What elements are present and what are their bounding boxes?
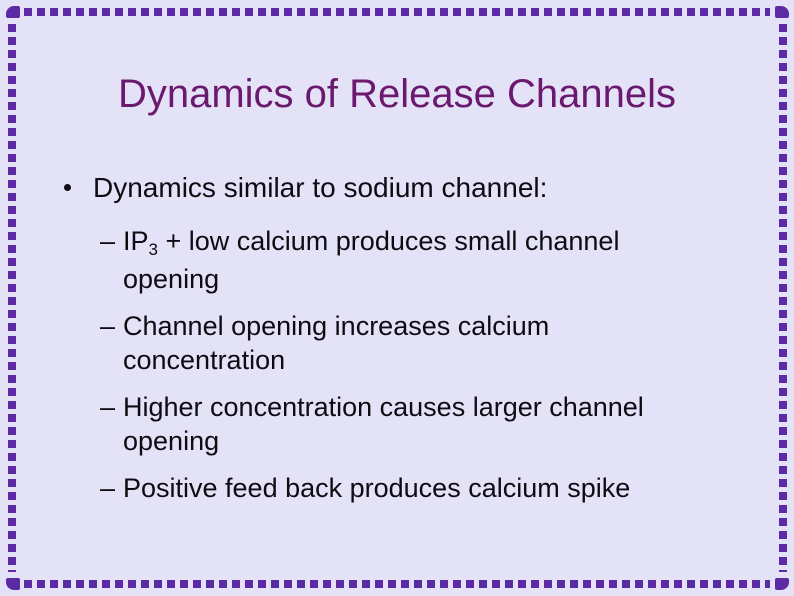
bullet-text: Dynamics similar to sodium channel: bbox=[93, 172, 548, 203]
sub-bullet-text-prefix: IP bbox=[123, 226, 149, 256]
slide-title: Dynamics of Release Channels bbox=[117, 72, 677, 116]
sub-bullet-text: IP3 + low calcium produces small channel… bbox=[123, 224, 683, 296]
sub-bullet-text: Higher concentration causes larger chann… bbox=[123, 392, 644, 456]
sub-bullet-item: – IP3 + low calcium produces small chann… bbox=[100, 224, 683, 296]
dashed-border-bottom bbox=[24, 580, 770, 588]
border-corner-bottom-right bbox=[775, 578, 789, 590]
dashed-border-top bbox=[24, 8, 770, 16]
sub-bullet-text-rest: + low calcium produces small channel ope… bbox=[123, 226, 620, 294]
sub-bullet-item: – Positive feed back produces calcium sp… bbox=[100, 471, 683, 505]
dash-marker: – bbox=[100, 392, 116, 422]
border-corner-bottom-left bbox=[6, 578, 20, 590]
sub-bullet-text: Positive feed back produces calcium spik… bbox=[123, 473, 631, 503]
sub-bullet-item: – Higher concentration causes larger cha… bbox=[100, 390, 683, 458]
border-corner-top-left bbox=[6, 6, 20, 18]
dash-marker: – bbox=[100, 473, 116, 503]
sub-bullet-item: – Channel opening increases calcium conc… bbox=[100, 309, 683, 377]
dash-marker: – bbox=[100, 226, 116, 256]
border-corner-top-right bbox=[775, 6, 789, 18]
sub-bullet-list: – IP3 + low calcium produces small chann… bbox=[100, 224, 683, 518]
bullet-dot-icon bbox=[64, 184, 71, 191]
bullet-item: Dynamics similar to sodium channel: bbox=[64, 171, 547, 205]
sub-bullet-text: Channel opening increases calcium concen… bbox=[123, 311, 550, 375]
subscript-3: 3 bbox=[148, 240, 158, 260]
dash-marker: – bbox=[100, 311, 116, 341]
